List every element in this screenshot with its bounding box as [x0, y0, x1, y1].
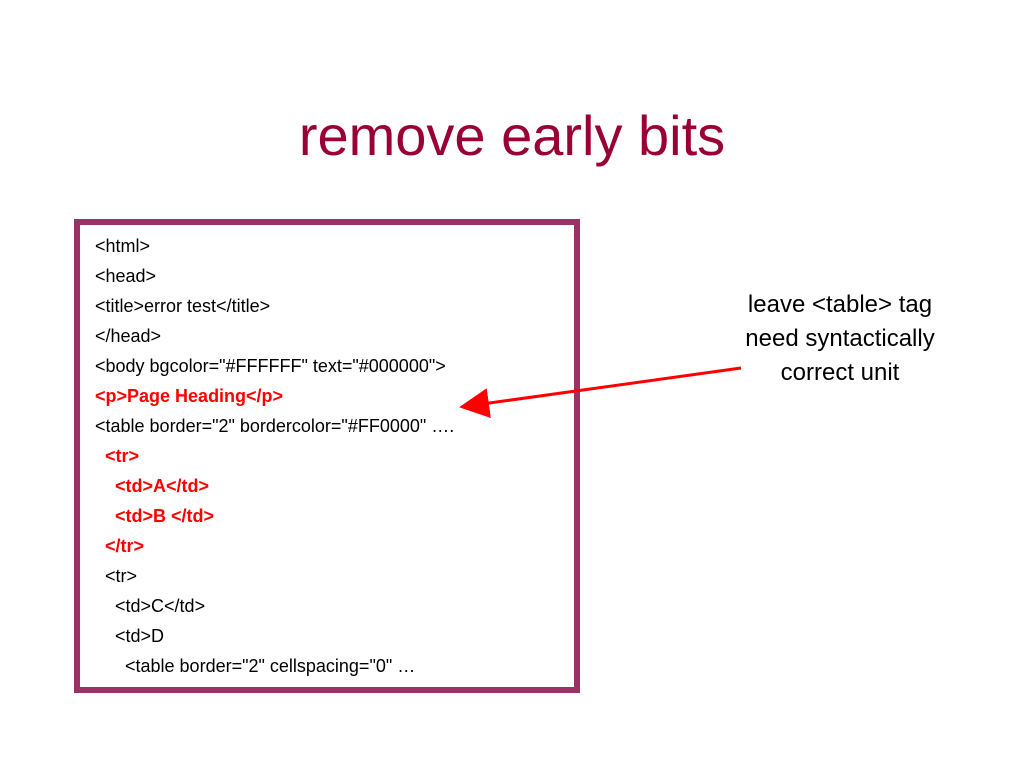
annotation-line-3: correct unit [780, 359, 900, 386]
code-line: <table border="2" bordercolor="#FF0000" … [95, 416, 455, 436]
annotation-line-2: need syntactically [745, 325, 935, 352]
code-line: <body bgcolor="#FFFFFF" text="#000000"> [95, 356, 446, 376]
code-line: </head> [95, 326, 162, 346]
code-line: <td>D [95, 626, 165, 646]
code-line: <html> [95, 236, 151, 256]
code-line: <tr> [95, 566, 138, 586]
code-line: <td>B </td> [95, 506, 215, 526]
code-line: <head> [95, 266, 157, 286]
code-line: <title>error test</title> [95, 296, 271, 316]
code-line: <tr> [95, 446, 140, 466]
code-line: <td>C</td> [95, 596, 206, 616]
slide-title: remove early bits [298, 104, 726, 167]
code-box: <html> <head> <title>error test</title> </h… [74, 219, 580, 693]
code-listing: <html> <head> <title>error test</title> </h… [95, 231, 454, 681]
code-line: <td>A</td> [95, 476, 210, 496]
annotation-line-1: leave <table> tag [747, 291, 933, 318]
code-line: <table border="2" cellspacing="0" … [95, 656, 416, 676]
annotation-note: leave <table> tag need syntactically cor… [710, 288, 970, 390]
code-line: <p>Page Heading</p> [95, 386, 284, 406]
code-line: </tr> [95, 536, 145, 556]
